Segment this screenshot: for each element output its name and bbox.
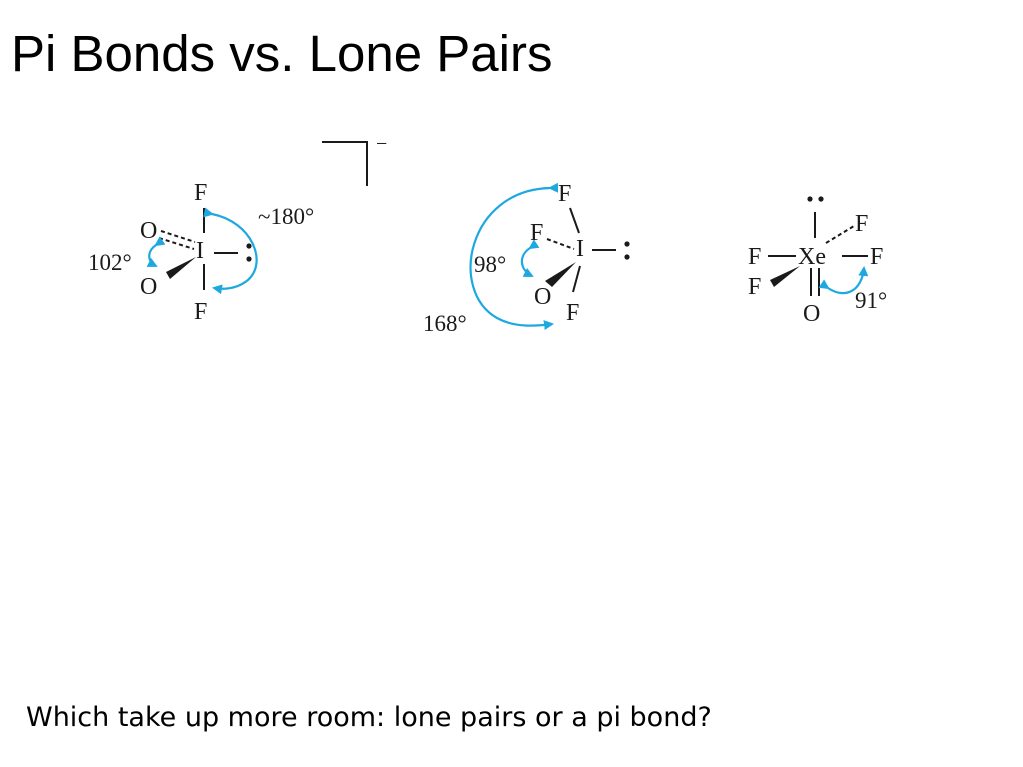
molecule-2-angle-large: 168° <box>423 311 467 336</box>
molecule-3-dash-upper-right <box>825 225 855 244</box>
molecule-2-lone-pair-dot-1 <box>624 241 630 247</box>
molecule-2-arrow-large <box>469 182 559 331</box>
molecule-2-bond-bottom <box>572 265 581 293</box>
molecule-1-charge: − <box>376 133 387 155</box>
molecule-3-atom-o: O <box>803 301 820 327</box>
molecule-3-atom-xe: Xe <box>798 244 826 270</box>
molecule-3-structure: F F Xe F F O 91° <box>748 196 887 327</box>
molecule-1-atom-i: I <box>196 238 204 264</box>
molecule-1-arrow-oxygen <box>146 236 166 267</box>
molecule-1-atom-f-bottom: F <box>194 299 207 325</box>
molecule-2-lone-pair-dot-2 <box>624 254 630 260</box>
molecule-2-atom-o: O <box>534 284 551 310</box>
slide-title: Pi Bonds vs. Lone Pairs <box>11 25 553 82</box>
molecule-2-structure: F F I O F 168° 98° <box>423 181 630 336</box>
molecule-2-atom-f-left: F <box>530 220 543 246</box>
molecule-1-angle-oxygen: 102° <box>88 250 132 275</box>
molecule-3-wedge <box>770 266 800 287</box>
molecule-2-atom-f-top: F <box>558 181 571 207</box>
molecule-2-arrow-small <box>520 239 540 277</box>
question-text: Which take up more room: lone pairs or a… <box>26 702 712 733</box>
molecule-1-bracket <box>322 141 368 186</box>
molecule-2-atom-i: I <box>576 236 584 262</box>
molecule-3-lone-pair-dot-1 <box>807 196 813 202</box>
molecule-3-angle: 91° <box>855 288 887 313</box>
molecule-1-atom-o-upper: O <box>140 218 157 244</box>
molecule-1-angle-axial: ~180° <box>258 204 314 229</box>
molecule-1-arrow-axial <box>203 207 258 295</box>
molecule-3-atom-f-upper-right: F <box>855 211 868 237</box>
molecule-2-atom-f-bottom: F <box>566 300 579 326</box>
molecule-3-lone-pair-dot-2 <box>818 196 824 202</box>
molecule-1-dash-1 <box>160 230 196 243</box>
molecule-2-bond-top <box>569 207 580 234</box>
molecule-1-lone-pair-dot-2 <box>246 256 252 262</box>
molecule-2-dash-left <box>546 238 575 250</box>
molecule-1-wedge <box>166 257 196 279</box>
molecule-3-atom-f-right: F <box>870 244 883 270</box>
molecule-1-dash-2 <box>158 237 195 250</box>
molecule-3-atom-f-wedge: F <box>748 274 761 300</box>
molecule-3-atom-f-left: F <box>748 244 761 270</box>
molecule-3-arrow <box>818 266 869 295</box>
molecule-1-lone-pair-dot-1 <box>246 243 252 249</box>
molecule-1-atom-o-lower: O <box>140 274 157 300</box>
molecule-1-atom-f-top: F <box>194 180 207 206</box>
molecule-2-angle-small: 98° <box>474 252 506 277</box>
molecule-1-structure: − F I F O O ~180° 102° <box>88 133 387 325</box>
